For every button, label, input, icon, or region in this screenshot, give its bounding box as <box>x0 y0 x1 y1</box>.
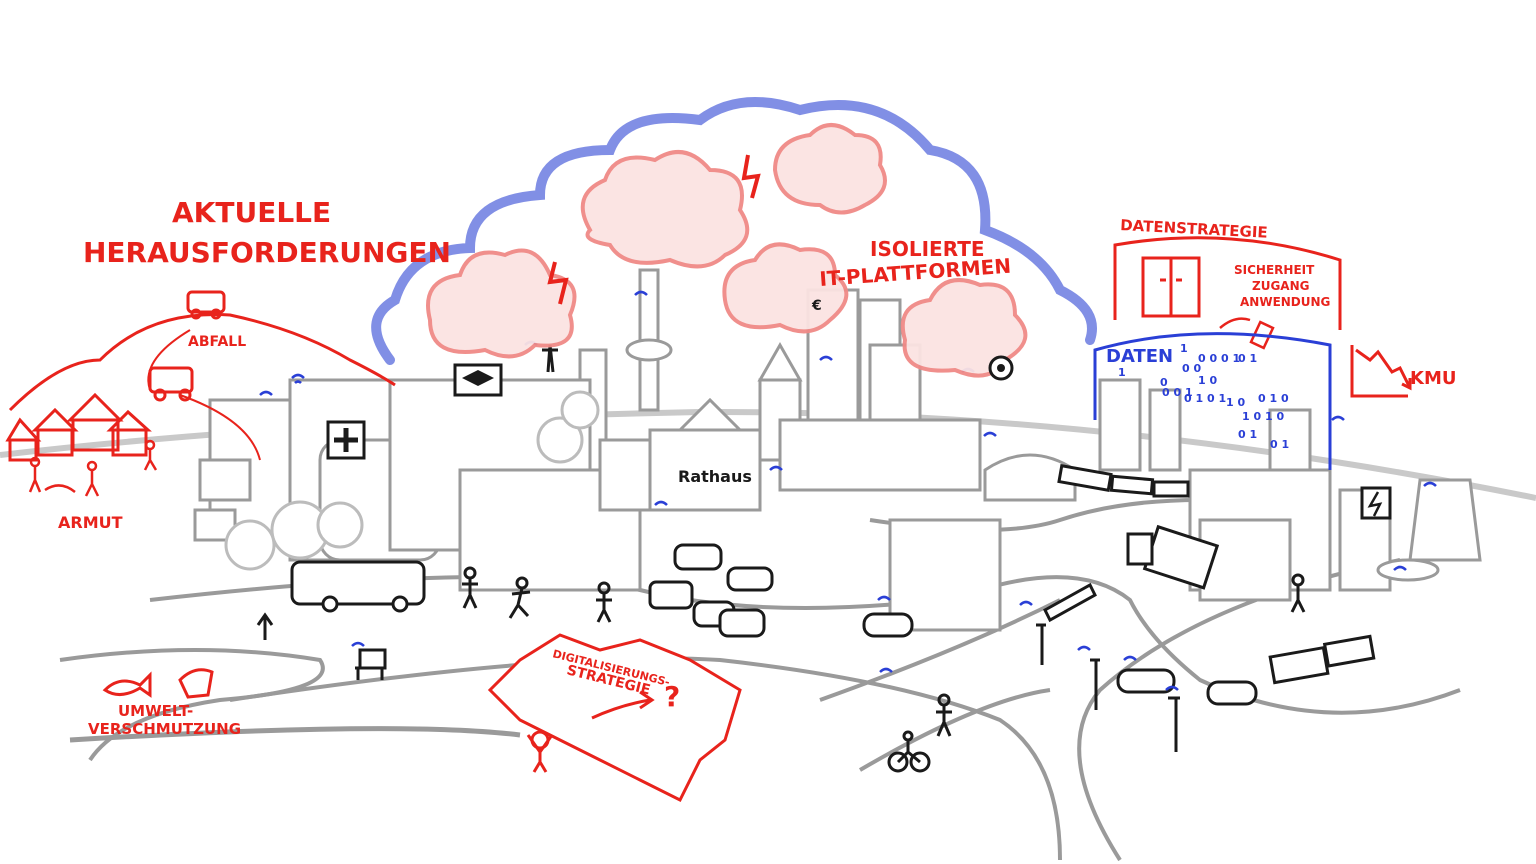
poor-people <box>28 439 158 497</box>
title-line2: HERAUSFORDERUNGEN <box>83 236 451 269</box>
trucks <box>1126 524 1376 685</box>
radio-tower-icon <box>542 344 558 373</box>
svg-text:0 1: 0 1 <box>1238 428 1257 441</box>
svg-text:0 0 0 1: 0 0 0 1 <box>1198 352 1240 365</box>
buildings-background <box>578 268 1312 482</box>
rathaus-label: Rathaus <box>678 467 752 486</box>
stressed-person <box>526 730 554 773</box>
euro-sign: € <box>811 298 822 314</box>
svg-text:0 1 0: 0 1 0 <box>1258 392 1289 405</box>
svg-text:1 0: 1 0 <box>1226 396 1245 409</box>
hospital-cross-icon <box>326 420 366 460</box>
svg-text:1: 1 <box>1118 366 1126 379</box>
soccer-ball-icon <box>988 355 1014 381</box>
question-mark: ? <box>664 680 680 713</box>
garbage-hill <box>8 313 396 412</box>
cars <box>648 543 1258 706</box>
isolierte-line1: ISOLIERTE <box>870 237 985 261</box>
strategy-map <box>487 633 742 803</box>
datenstrategie-arch <box>1113 236 1342 330</box>
red-clouds <box>426 123 1028 378</box>
svg-text:0 0 1: 0 0 1 <box>1162 386 1193 399</box>
dead-fish-icon <box>102 671 152 698</box>
phone-key-icon <box>1219 317 1275 350</box>
svg-text:1 0 1 0: 1 0 1 0 <box>1242 410 1284 423</box>
street-lamps <box>1036 623 1180 752</box>
umwelt-label-line1: UMWELT- <box>118 702 193 720</box>
abfall-label: ABFALL <box>188 334 246 350</box>
train-icon <box>1057 464 1190 498</box>
svg-text:0 1: 0 1 <box>1270 438 1289 451</box>
garbage-truck-icon <box>148 290 226 402</box>
slum-houses <box>5 392 152 462</box>
lightning-icons <box>547 154 761 305</box>
daten-label: DATEN <box>1106 346 1173 367</box>
graduation-cap-icon <box>453 363 503 397</box>
svg-text:0 0: 0 0 <box>1182 362 1201 375</box>
trash-bucket-icon <box>178 668 214 699</box>
people <box>462 566 1306 773</box>
daten-arch <box>1093 332 1332 470</box>
trees <box>224 390 600 571</box>
vault-door-icon <box>1141 256 1201 318</box>
svg-text:1: 1 <box>1180 342 1188 355</box>
factory-lightning-icon <box>1360 486 1392 520</box>
boat-icon <box>1043 582 1097 623</box>
umwelt-label-line2: VERSCHMUTZUNG <box>88 720 241 738</box>
park-bench-icon <box>355 648 387 680</box>
title-line1: AKTUELLE <box>172 196 331 229</box>
binary-digits: 1 0 0 0 1 1 0 0 0 0 1 1 0 1 0 0 0 1 0 1 … <box>1118 342 1289 451</box>
svg-text:1 0: 1 0 <box>1198 374 1217 387</box>
svg-text:0 1: 0 1 <box>1238 352 1257 365</box>
armut-label: ARMUT <box>58 513 123 532</box>
kmu-label: KMU <box>1410 368 1456 389</box>
bus-icon <box>290 560 426 613</box>
blue-cloud <box>371 97 1097 365</box>
buildings-center <box>648 341 1482 632</box>
anwendung-label: ANWENDUNG <box>1240 295 1330 309</box>
zugang-label: ZUGANG <box>1252 279 1309 293</box>
svg-text:0: 0 <box>1160 376 1168 389</box>
wifi-signals <box>259 290 1437 691</box>
sicherheit-label: SICHERHEIT <box>1234 263 1315 277</box>
arrow-sign-icon <box>256 612 274 640</box>
svg-text:0 1 0 1: 0 1 0 1 <box>1184 392 1226 405</box>
declining-chart-icon <box>1350 345 1412 398</box>
